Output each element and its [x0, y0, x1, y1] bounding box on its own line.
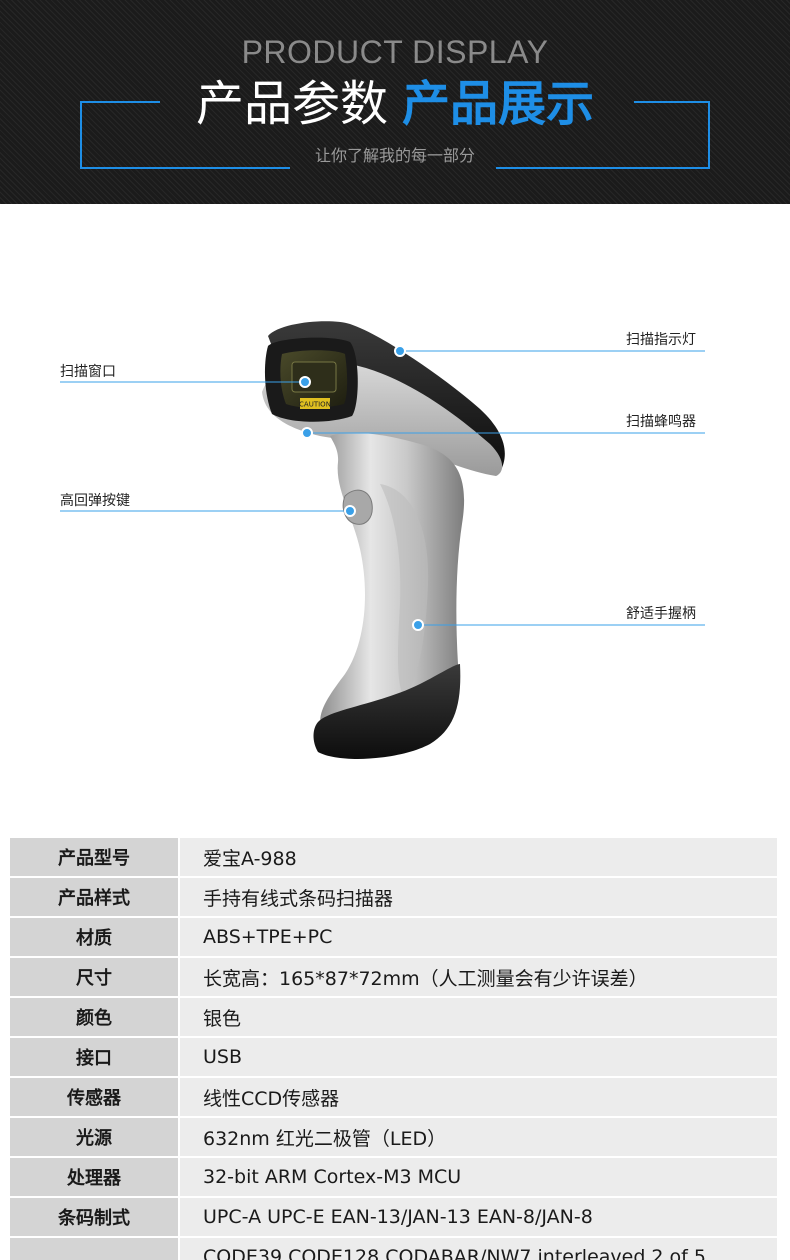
header-banner: PRODUCT DISPLAY 产品参数产品展示 让你了解我的每一部分: [0, 0, 790, 204]
banner-title-white: 产品参数: [195, 76, 388, 132]
banner-frame-bottom-right: [496, 167, 710, 169]
spec-key: 颜色: [10, 998, 178, 1036]
spec-key: 条码制式: [10, 1198, 178, 1236]
spec-row-sensor: 传感器 线性CCD传感器: [10, 1078, 777, 1116]
caution-sticker-text: CAUTION: [299, 401, 331, 409]
callout-dot-grip: [412, 619, 424, 631]
spec-key: 接口: [10, 1038, 178, 1076]
callout-dot-trigger: [344, 505, 356, 517]
spec-row-size: 尺寸 长宽高：165*87*72mm（人工测量会有少许误差）: [10, 958, 777, 996]
spec-row-barcode-types-continued: CODE39 CODE128 CODABAR/NW7 interleaved 2…: [10, 1238, 777, 1260]
spec-value: 线性CCD传感器: [180, 1078, 777, 1116]
spec-value: 32-bit ARM Cortex-M3 MCU: [180, 1158, 777, 1196]
callout-label-trigger: 高回弹按键: [60, 493, 130, 509]
spec-value: USB: [180, 1038, 777, 1076]
banner-chinese-title: 产品参数产品展示: [0, 74, 790, 134]
callout-dot-scan-window: [299, 376, 311, 388]
spec-value: UPC-A UPC-E EAN-13/JAN-13 EAN-8/JAN-8: [180, 1198, 777, 1236]
spec-value: 爱宝A-988: [180, 838, 777, 876]
spec-row-style: 产品样式 手持有线式条码扫描器: [10, 878, 777, 916]
spec-row-material: 材质 ABS+TPE+PC: [10, 918, 777, 956]
spec-key: 处理器: [10, 1158, 178, 1196]
banner-title-blue: 产品展示: [402, 76, 595, 132]
spec-value: 手持有线式条码扫描器: [180, 878, 777, 916]
banner-frame-bottom-left: [80, 167, 290, 169]
callout-dot-buzzer: [301, 427, 313, 439]
spec-row-light-source: 光源 632nm 红光二极管（LED）: [10, 1118, 777, 1156]
spec-value: ABS+TPE+PC: [180, 918, 777, 956]
spec-value: CODE39 CODE128 CODABAR/NW7 interleaved 2…: [180, 1238, 777, 1260]
spec-row-model: 产品型号 爱宝A-988: [10, 838, 777, 876]
callout-label-scan-window: 扫描窗口: [60, 364, 116, 380]
callout-dot-scan-indicator: [394, 345, 406, 357]
banner-english-title: PRODUCT DISPLAY: [241, 34, 549, 70]
spec-row-processor: 处理器 32-bit ARM Cortex-M3 MCU: [10, 1158, 777, 1196]
spec-table: 产品型号 爱宝A-988 产品样式 手持有线式条码扫描器 材质 ABS+TPE+…: [10, 838, 777, 1260]
spec-key: 尺寸: [10, 958, 178, 996]
spec-key: 光源: [10, 1118, 178, 1156]
callout-label-buzzer: 扫描蜂鸣器: [626, 414, 696, 430]
spec-key: [10, 1238, 178, 1260]
product-display: CAUTION 扫描指示灯 扫描窗口 扫描蜂鸣器 高回弹按键 舒适手握柄: [0, 204, 790, 834]
callout-label-grip: 舒适手握柄: [626, 606, 696, 622]
spec-row-color: 颜色 银色: [10, 998, 777, 1036]
spec-key: 材质: [10, 918, 178, 956]
spec-row-interface: 接口 USB: [10, 1038, 777, 1076]
callout-label-scan-indicator: 扫描指示灯: [626, 332, 696, 348]
spec-value: 632nm 红光二极管（LED）: [180, 1118, 777, 1156]
scanner-illustration: CAUTION: [60, 321, 705, 759]
banner-subtitle: 让你了解我的每一部分: [314, 146, 475, 165]
spec-key: 传感器: [10, 1078, 178, 1116]
spec-value: 银色: [180, 998, 777, 1036]
spec-key: 产品型号: [10, 838, 178, 876]
spec-value: 长宽高：165*87*72mm（人工测量会有少许误差）: [180, 958, 777, 996]
spec-row-barcode-types: 条码制式 UPC-A UPC-E EAN-13/JAN-13 EAN-8/JAN…: [10, 1198, 777, 1236]
spec-key: 产品样式: [10, 878, 178, 916]
